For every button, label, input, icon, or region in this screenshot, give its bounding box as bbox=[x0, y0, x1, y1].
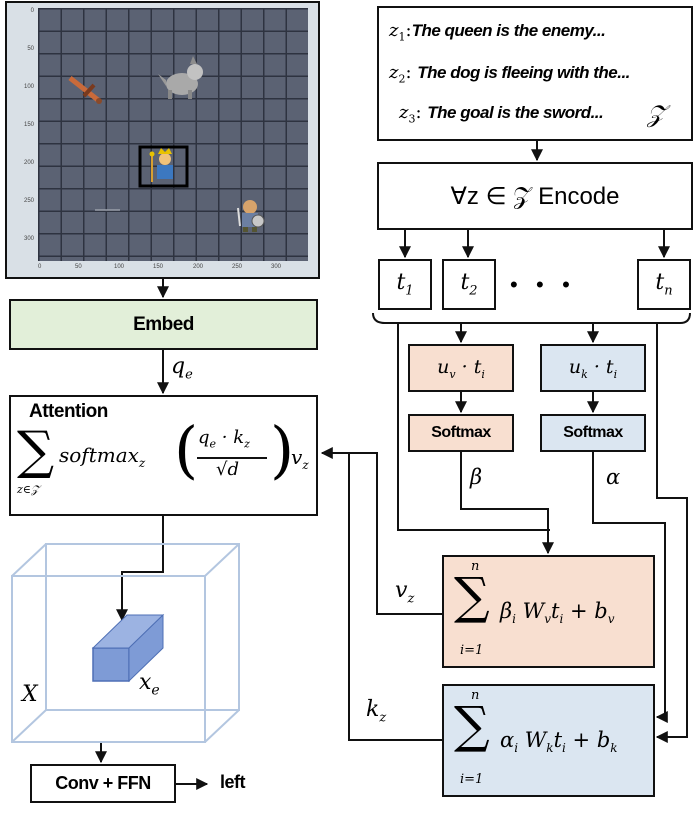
key-sum-expression: αi Wkti + bk bbox=[500, 728, 618, 756]
vz-label: vz bbox=[395, 578, 415, 607]
token-brace bbox=[372, 312, 691, 324]
arrow-tokens-to-key-sum bbox=[655, 323, 688, 743]
alpha-label: α bbox=[606, 465, 621, 489]
sum-sign: ∑ bbox=[17, 421, 55, 481]
token-t1: t1 bbox=[378, 259, 432, 310]
value-projection-box: uv · ti bbox=[408, 344, 514, 392]
value-softmax-box: Softmax bbox=[408, 414, 514, 452]
query-label: qe bbox=[171, 354, 193, 383]
token-ellipsis: • • • bbox=[510, 272, 570, 297]
conv-ffn-label: Conv + FFN bbox=[55, 773, 151, 793]
fraction-denominator: √d bbox=[216, 459, 239, 480]
value-sum-sign: ∑ bbox=[454, 567, 490, 625]
arrow-attention-to-xe bbox=[116, 515, 164, 622]
arrow-alpha-to-key-sum bbox=[592, 452, 668, 723]
key-projection-box: uk · ti bbox=[540, 344, 646, 392]
sum-subscript: z∈𝒵 bbox=[17, 483, 40, 496]
text-z1: z1:The queen is the enemy... bbox=[389, 20, 606, 44]
attention-box: Attention ∑ z∈𝒵 softmaxz ( qe · kz √d ) … bbox=[9, 395, 318, 516]
value-sum-box: n ∑ i=1 βi Wvti + bv bbox=[442, 555, 655, 668]
text-set-symbol: 𝒵 bbox=[647, 100, 666, 128]
kz-label: kz bbox=[366, 697, 387, 726]
game-x-axis-ticks: 0 50 100 150 200 250 300 bbox=[38, 264, 282, 270]
tensor-xe-label: xe bbox=[139, 670, 160, 699]
encode-box: ∀z ∈ 𝒵 Encode bbox=[377, 162, 693, 230]
softmax-term: softmaxz bbox=[59, 443, 146, 470]
right-paren: ) bbox=[270, 413, 295, 486]
text-z2: z2: The dog is fleeing with the... bbox=[389, 62, 630, 86]
encode-label: ∀z ∈ 𝒵 Encode bbox=[450, 182, 620, 210]
conv-ffn-box: Conv + FFN bbox=[30, 764, 176, 803]
arrow-vz-to-attention bbox=[320, 447, 442, 615]
output-action: left bbox=[220, 772, 246, 792]
arrow-kz-to-attention bbox=[348, 453, 442, 741]
beta-label: β bbox=[470, 465, 483, 489]
key-softmax-box: Softmax bbox=[540, 414, 646, 452]
game-grid bbox=[38, 8, 308, 261]
token-tn: tn bbox=[637, 259, 691, 310]
fraction-bar bbox=[197, 457, 267, 459]
key-sum-box: n ∑ i=1 αi Wkti + bk bbox=[442, 684, 655, 797]
embed-label: Embed bbox=[133, 313, 194, 335]
embed-box: Embed bbox=[9, 299, 318, 350]
key-sum-sign: ∑ bbox=[454, 696, 490, 754]
tensor-x-label: X bbox=[22, 682, 38, 707]
fraction-numerator: qe · kz bbox=[198, 427, 250, 451]
attention-title: Attention bbox=[29, 401, 108, 422]
game-y-axis-ticks: 0 50 100 150 200 250 300 bbox=[23, 8, 34, 242]
token-t2: t2 bbox=[442, 259, 496, 310]
text-manual-box: z1:The queen is the enemy... z2: The dog… bbox=[377, 6, 693, 141]
left-paren: ( bbox=[174, 413, 199, 486]
value-term: vz bbox=[291, 445, 309, 472]
arrow-tokens-to-value-sum bbox=[397, 323, 550, 531]
value-sum-expression: βi Wvti + bv bbox=[500, 599, 615, 627]
text-z3: z3: The goal is the sword... bbox=[399, 102, 604, 126]
